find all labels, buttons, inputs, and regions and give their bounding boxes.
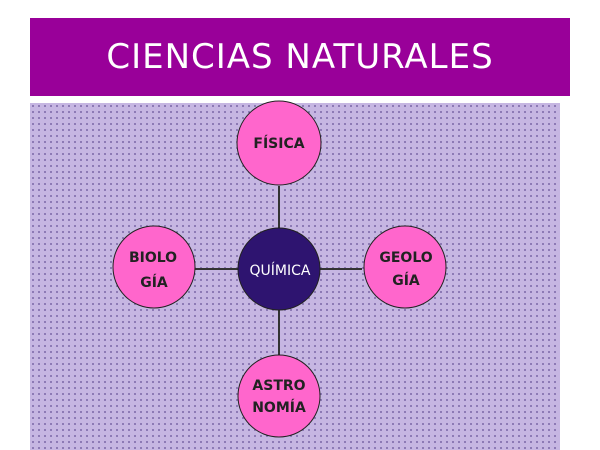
title-bar: CIENCIAS NATURALES bbox=[30, 18, 570, 96]
node-quimica-label: QUÍMICA bbox=[250, 262, 311, 279]
node-geologia-label-line2: GÍA bbox=[392, 272, 420, 289]
node-biologia-circle bbox=[112, 225, 196, 309]
node-biologia-label-line2: GÍA bbox=[140, 274, 168, 291]
node-biologia: BIOLO GÍA bbox=[112, 225, 196, 309]
node-geologia-label-line1: GEOLO bbox=[379, 250, 432, 266]
node-fisica-circle bbox=[236, 100, 322, 186]
node-quimica-circle bbox=[237, 227, 321, 311]
node-geologia: GEOLO GÍA bbox=[363, 225, 447, 309]
node-fisica-label: FÍSICA bbox=[253, 135, 304, 152]
node-fisica: FÍSICA bbox=[236, 100, 322, 186]
node-astronomia-label-line2: NOMÍA bbox=[252, 399, 306, 416]
node-biologia-label-line1: BIOLO bbox=[129, 250, 177, 266]
page-title: CIENCIAS NATURALES bbox=[106, 37, 494, 77]
node-astronomia-circle bbox=[237, 354, 321, 438]
node-astronomia: ASTRO NOMÍA bbox=[237, 354, 321, 438]
node-astronomia-label-line1: ASTRO bbox=[252, 378, 305, 394]
node-quimica: QUÍMICA bbox=[237, 227, 321, 311]
node-geologia-circle bbox=[363, 225, 447, 309]
